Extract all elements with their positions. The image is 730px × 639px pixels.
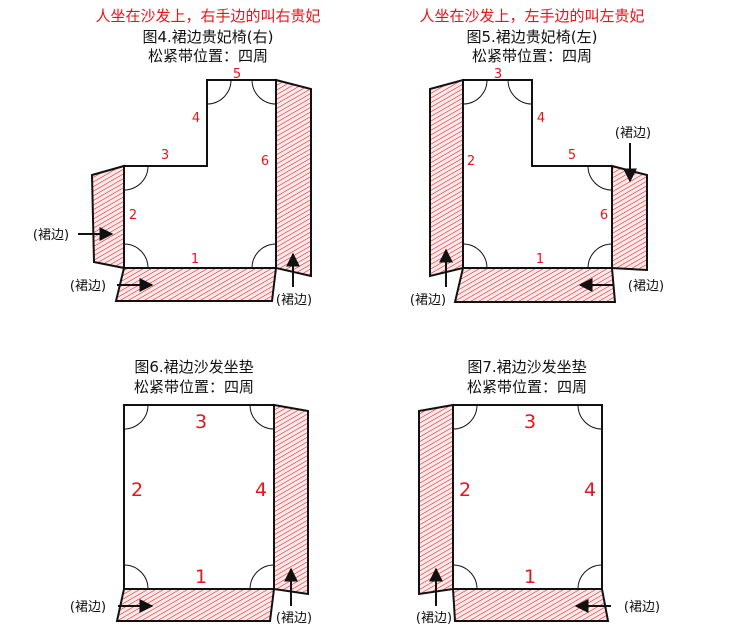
figure-5-skirt-front <box>453 267 617 303</box>
figure-7-number-1: 1 <box>524 566 536 588</box>
figure-7-skirt-left <box>418 403 454 596</box>
figure-6-number-1: 1 <box>195 566 207 588</box>
figure-6-number-3: 3 <box>195 411 207 433</box>
figure-6-corner-arcs <box>123 404 275 590</box>
figure-7-subtitle: 松紧带位置：四周 <box>467 378 587 396</box>
figure-4-label-front: (裙边) <box>70 279 106 294</box>
figure-7-number-4: 4 <box>584 479 596 501</box>
figure-5-number-3: 3 <box>494 67 502 82</box>
figure-5-header: 人坐在沙发上，左手边的叫左贵妃 <box>419 7 644 25</box>
figure-7-number-2: 2 <box>459 479 471 501</box>
figure-6-label-front: (裙边) <box>70 600 106 615</box>
figure-5-corner-arcs <box>462 79 613 269</box>
figure-4-header: 人坐在沙发上，右手边的叫右贵妃 <box>95 7 320 25</box>
figure-7-label-front: (裙边) <box>624 600 660 615</box>
figure-5-number-2: 2 <box>467 154 475 169</box>
figure-7-label-left: (裙边) <box>416 611 452 626</box>
figure-4-subtitle: 松紧带位置：四周 <box>148 47 268 65</box>
figure-7-seat-cushion: 图7.裙边沙发坐垫 松紧带位置：四周 1 2 3 4 (裙边) (裙边) <box>416 358 660 626</box>
figure-4-label-left: (裙边) <box>33 228 69 243</box>
figure-5-number-4: 4 <box>537 111 545 126</box>
figure-4-corner-arcs <box>123 79 277 269</box>
figure-5-label-front: (裙边) <box>628 279 664 294</box>
figure-7-seat-outline <box>452 404 603 590</box>
figure-4-skirt-left <box>90 164 125 270</box>
figure-4-skirt-front <box>114 267 278 302</box>
figure-7-skirt-front <box>451 588 610 622</box>
figure-4-number-5: 5 <box>233 67 241 82</box>
figure-6-number-2: 2 <box>131 479 143 501</box>
figure-6-label-right: (裙边) <box>276 611 312 626</box>
figure-5-label-right: (裙边) <box>615 126 651 141</box>
figure-4-number-3: 3 <box>161 148 169 163</box>
figure-5-label-left: (裙边) <box>410 293 446 308</box>
figure-4-number-1: 1 <box>191 252 199 267</box>
figure-6-title: 图6.裙边沙发坐垫 <box>134 358 253 376</box>
figure-5-left-chaise: 人坐在沙发上，左手边的叫左贵妃 图5.裙边贵妃椅(左) 松紧带位置：四周 1 2… <box>410 7 664 308</box>
figure-6-seat-cushion: 图6.裙边沙发坐垫 松紧带位置：四周 1 2 3 4 (裙边) (裙边) <box>70 358 312 626</box>
figure-4-title: 图4.裙边贵妃椅(右) <box>142 28 273 46</box>
figure-6-number-4: 4 <box>255 479 267 501</box>
figure-4-skirt-right <box>275 78 312 278</box>
figure-7-title: 图7.裙边沙发坐垫 <box>467 358 586 376</box>
figure-4-right-chaise: 人坐在沙发上，右手边的叫右贵妃 图4.裙边贵妃椅(右) 松紧带位置：四周 1 2… <box>33 7 321 308</box>
figure-5-number-1: 1 <box>536 252 544 267</box>
figure-4-label-right: (裙边) <box>276 293 312 308</box>
figure-6-skirt-right <box>273 403 309 596</box>
figure-4-number-6: 6 <box>261 154 269 169</box>
figure-7-number-3: 3 <box>524 411 536 433</box>
figure-7-corner-arcs <box>452 404 603 590</box>
figure-5-skirt-right <box>611 164 648 272</box>
figure-5-number-6: 6 <box>600 208 608 223</box>
figure-4-number-4: 4 <box>192 111 200 126</box>
figure-5-number-5: 5 <box>568 148 576 163</box>
figure-5-skirt-left <box>429 78 464 278</box>
figure-6-subtitle: 松紧带位置：四周 <box>134 378 254 396</box>
figure-4-number-2: 2 <box>129 208 137 223</box>
figure-6-skirt-front <box>115 588 276 622</box>
figure-5-subtitle: 松紧带位置：四周 <box>472 47 592 65</box>
figure-5-title: 图5.裙边贵妃椅(左) <box>466 28 597 46</box>
